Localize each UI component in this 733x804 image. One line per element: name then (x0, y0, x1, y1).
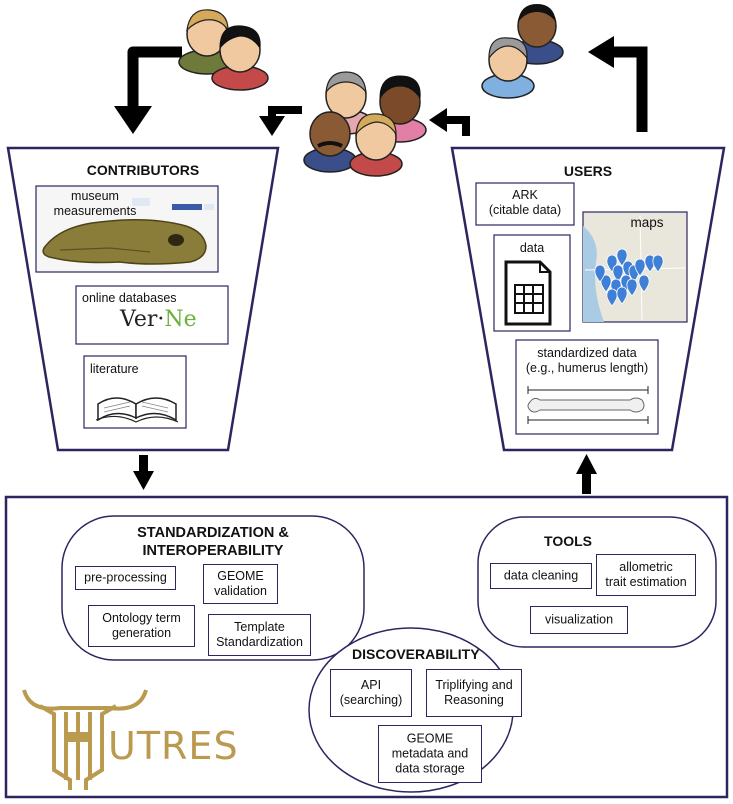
triplifying-label: Triplifying and Reasoning (435, 678, 513, 707)
geome-validation-box: GEOME validation (203, 564, 278, 604)
map-pin-icon (594, 264, 606, 283)
api-box: API (searching) (330, 669, 412, 717)
arrow-small-right (445, 116, 470, 136)
literature-label: literature (90, 362, 139, 376)
map-pin-icon (652, 254, 664, 273)
api-label: API (searching) (339, 678, 403, 707)
museum-measurements-label: museum measurements (53, 189, 137, 218)
contributors-title: CONTRIBUTORS (86, 162, 200, 178)
ark-label: ARK (citable data) (488, 188, 562, 217)
vertnet-logo-sep: · (157, 307, 165, 332)
spreadsheet-icon (504, 260, 552, 326)
vertnet-logo-part1: Ver (120, 307, 158, 332)
map-pin-icon (638, 274, 650, 293)
data-cleaning-label: data cleaning (503, 568, 579, 583)
bull-skull-logo-icon (22, 689, 148, 790)
people-group-icon (303, 71, 427, 177)
visualization-box: visualization (530, 606, 628, 634)
online-databases-label: online databases (82, 291, 177, 305)
visualization-label: visualization (544, 612, 614, 627)
data-cleaning-box: data cleaning (490, 563, 592, 589)
standardization-title: STANDARDIZATION & INTEROPERABILITY (137, 525, 289, 559)
map-pin-icon (606, 288, 618, 307)
skull-icon (42, 219, 207, 265)
arrow-to-contributors-head (114, 106, 152, 134)
map-pin-icon (626, 278, 638, 297)
allometric-box: allometric trait estimation (596, 554, 696, 596)
data-label: data (519, 241, 545, 255)
vertnet-logo-part2: Ne (164, 307, 197, 332)
map-pin-icon (600, 274, 612, 293)
users-title: USERS (563, 163, 613, 179)
tools-title: TOOLS (544, 533, 592, 549)
arrow-down-to-platform (133, 455, 154, 490)
ontology-box: Ontology term generation (88, 605, 195, 647)
template-label: Template Standardization (216, 620, 303, 649)
standardized-data-label: standardized data (e.g., humerus length) (525, 346, 649, 375)
map-pin-icon (616, 248, 628, 267)
allometric-label: allometric trait estimation (605, 560, 687, 589)
geome-validation-label: GEOME validation (214, 569, 267, 598)
arrow-to-contributors (127, 46, 182, 108)
triplifying-box: Triplifying and Reasoning (426, 669, 522, 717)
arrow-up-to-users (576, 454, 597, 494)
bone-icon (527, 386, 649, 424)
futres-logo-text: UTRES (108, 724, 239, 768)
geome-storage-label: GEOME metadata and data storage (391, 731, 469, 776)
pre-processing-label: pre-processing (84, 570, 167, 585)
maps-label: maps (630, 215, 664, 230)
pre-processing-box: pre-processing (75, 566, 176, 590)
arrow-small-left-head (259, 116, 285, 136)
online-databases-box (75, 285, 229, 345)
arrow-to-top-users (612, 46, 648, 132)
geome-storage-box: GEOME metadata and data storage (378, 725, 482, 783)
ontology-label: Ontology term generation (102, 611, 181, 640)
arrow-small-right-head (429, 108, 447, 132)
vertnet-logo: Ver·Ne (120, 307, 197, 332)
map-pin-icon (612, 264, 624, 283)
map-pins (594, 248, 664, 307)
ark-box (475, 182, 575, 226)
map-pin-icon (634, 258, 646, 277)
map-pin-icon (616, 286, 628, 305)
template-box: Template Standardization (208, 614, 311, 656)
people-group-icon (481, 4, 564, 99)
standardized-data-box (515, 339, 659, 435)
arrow-to-top-users-head (588, 36, 614, 68)
book-icon (95, 397, 179, 423)
discoverability-title: DISCOVERABILITY (352, 646, 480, 662)
people-group-icon (178, 9, 269, 91)
